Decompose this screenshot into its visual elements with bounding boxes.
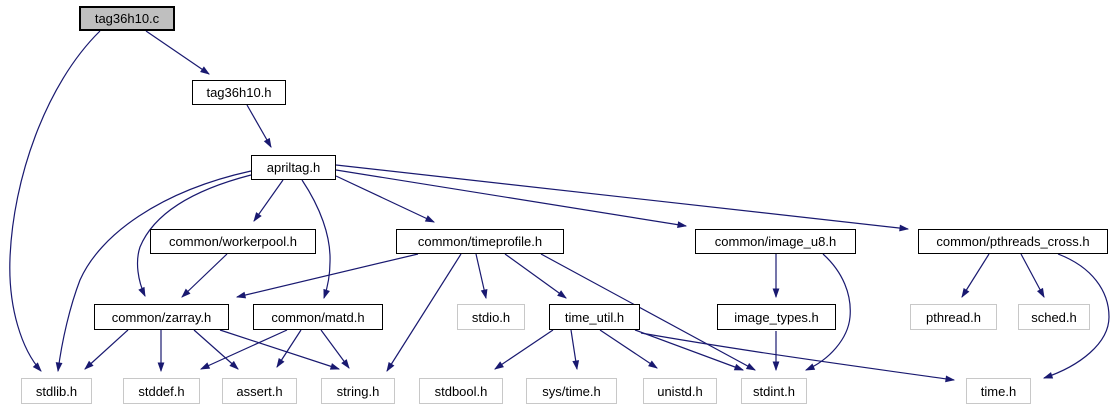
node-stddef-h: stddef.h [123, 378, 200, 404]
node-stdbool-h: stdbool.h [419, 378, 503, 404]
edge-apriltag-timeprofile [335, 175, 435, 223]
edge-pthreadscross-pthread [961, 253, 990, 298]
edge-timeprofile-timeutil [504, 253, 567, 299]
node-string-h: string.h [321, 378, 395, 404]
edge-matd-stddef [199, 329, 288, 370]
node-sched-h: sched.h [1018, 304, 1090, 330]
node-time-util-h[interactable]: time_util.h [549, 304, 640, 330]
node-stdio-h: stdio.h [457, 304, 525, 330]
edge-pthreadscross-time [1042, 253, 1110, 379]
edge-tag36h10c-stdlib [9, 30, 101, 372]
edge-apriltag-imageu8 [335, 169, 688, 229]
edge-apriltag-matd [301, 179, 331, 300]
node-tag36h10-c: tag36h10.c [79, 6, 175, 31]
node-stdlib-h: stdlib.h [21, 378, 92, 404]
edge-matd-string [320, 329, 350, 369]
edge-timeprofile-string [386, 253, 462, 372]
edge-zarray-string [219, 329, 341, 370]
edge-timeprofile-zarray [235, 253, 419, 299]
edge-tag36h10c-tag36h10h [145, 30, 210, 75]
edge-apriltag-pthreadscross [335, 164, 910, 232]
node-sys-time-h: sys/time.h [526, 378, 617, 404]
edge-imageu8-stdint [804, 253, 851, 371]
node-common-matd-h[interactable]: common/matd.h [253, 304, 383, 330]
node-common-workerpool-h[interactable]: common/workerpool.h [150, 229, 316, 254]
node-pthread-h: pthread.h [910, 304, 997, 330]
node-common-timeprofile-h[interactable]: common/timeprofile.h [396, 229, 564, 254]
edge-zarray-stdlib [84, 329, 129, 370]
node-common-image-u8-h[interactable]: common/image_u8.h [695, 229, 856, 254]
edge-pthreadscross-sched [1020, 253, 1045, 298]
edge-workerpool-zarray [181, 253, 228, 298]
edge-timeutil-time [640, 332, 956, 383]
edge-zarray-assert [193, 329, 239, 370]
node-apriltag-h[interactable]: apriltag.h [251, 155, 336, 180]
edge-timeutil-unistd [599, 329, 658, 369]
edge-apriltag-stdlib [55, 170, 252, 373]
node-common-pthreads-cross-h[interactable]: common/pthreads_cross.h [918, 229, 1108, 254]
node-time-h: time.h [966, 378, 1031, 404]
node-tag36h10-h[interactable]: tag36h10.h [192, 80, 286, 105]
edge-timeutil-stdbool [494, 329, 554, 370]
edge-matd-assert [276, 329, 302, 368]
edge-timeprofile-stdint [540, 253, 756, 371]
edge-apriltag-zarray [136, 174, 252, 297]
edge-tag36h10h-apriltag [246, 104, 272, 148]
node-stdint-h: stdint.h [741, 378, 807, 404]
node-assert-h: assert.h [222, 378, 297, 404]
edge-timeutil-systime [570, 329, 580, 371]
edge-timeprofile-stdio [475, 253, 488, 300]
node-image-types-h[interactable]: image_types.h [717, 304, 836, 330]
edge-apriltag-workerpool [253, 179, 284, 222]
node-unistd-h: unistd.h [643, 378, 717, 404]
edge-timeutil-stdint [634, 329, 745, 371]
node-common-zarray-h[interactable]: common/zarray.h [94, 304, 229, 330]
